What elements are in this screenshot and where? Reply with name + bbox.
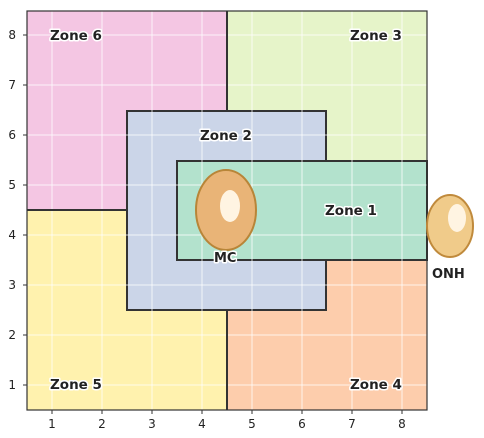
y-tick-label: 6 (8, 128, 16, 142)
zone-5-label: Zone 5 (50, 377, 102, 393)
zone-2-label: Zone 2 (200, 128, 252, 144)
y-tick-label: 5 (8, 178, 16, 192)
onh-marker-highlight (448, 204, 466, 232)
y-tick-label: 8 (8, 28, 16, 42)
y-tick-label: 1 (8, 378, 16, 392)
y-tick-label: 7 (8, 78, 16, 92)
zone-6-label: Zone 6 (50, 28, 102, 44)
x-tick-label: 5 (248, 417, 256, 431)
mc-marker-highlight (220, 190, 240, 222)
zone-1-label: Zone 1 (325, 203, 377, 219)
y-tick-label: 4 (8, 228, 16, 242)
zone-3-label: Zone 3 (350, 28, 402, 44)
x-tick-label: 2 (98, 417, 106, 431)
x-tick-label: 1 (48, 417, 56, 431)
plot-frame (26, 10, 428, 411)
x-tick-label: 6 (298, 417, 306, 431)
x-tick-label: 8 (398, 417, 406, 431)
zone-4-label: Zone 4 (350, 377, 402, 393)
zone-dividers (27, 11, 228, 410)
y-tick-label: 3 (8, 278, 16, 292)
mc-label: MC (214, 251, 236, 266)
y-tick-label: 2 (8, 328, 16, 342)
x-tick-label: 7 (348, 417, 356, 431)
x-axis (51, 410, 403, 414)
gridlines (27, 11, 427, 410)
x-tick-label: 3 (148, 417, 156, 431)
x-tick-label: 4 (198, 417, 206, 431)
y-axis (23, 34, 27, 386)
onh-label: ONH (432, 267, 465, 282)
